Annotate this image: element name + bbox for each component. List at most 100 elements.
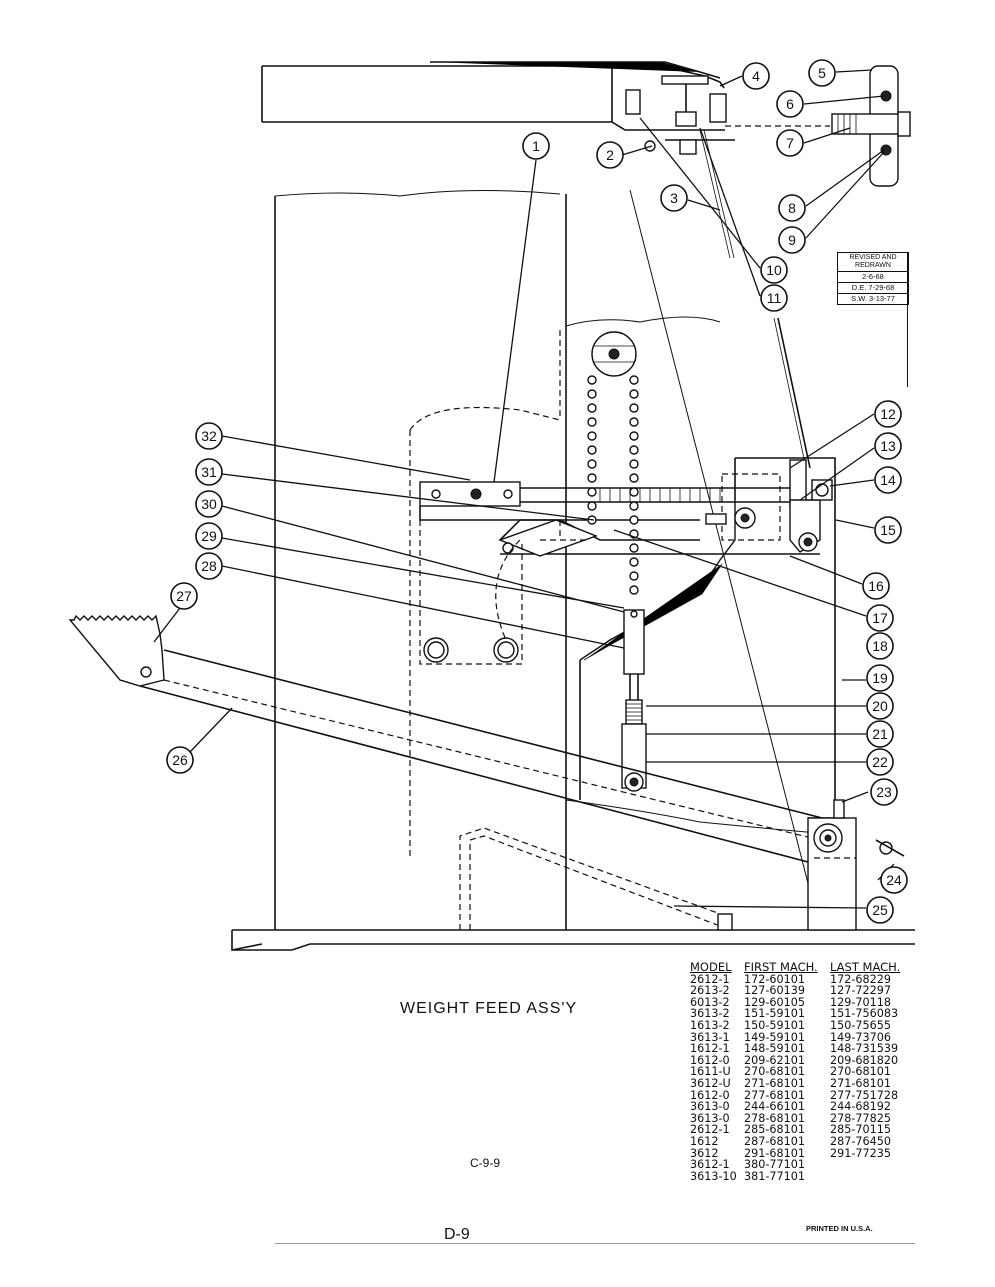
- first-mach-cell: 380-77101: [744, 1158, 805, 1172]
- svg-text:27: 27: [176, 588, 192, 604]
- callout-20: 20: [866, 692, 894, 720]
- last-mach-cell: [830, 1159, 904, 1171]
- callout-7: 7: [776, 129, 804, 157]
- first-mach-cell: 381-77101: [744, 1169, 805, 1183]
- first-mach-cell: 149-59101: [744, 1030, 805, 1044]
- header-first-mach: FIRST MACH.: [744, 960, 818, 974]
- model-cell: 1612-0: [690, 1088, 730, 1102]
- model-cell: 3612-U: [690, 1076, 731, 1090]
- svg-text:10: 10: [766, 262, 782, 278]
- model-cell: 6013-2: [690, 995, 730, 1009]
- header-last-mach: LAST MACH.: [830, 960, 901, 974]
- first-mach-cell: 287-68101: [744, 1134, 805, 1148]
- svg-text:12: 12: [880, 406, 896, 422]
- callout-2: 2: [596, 141, 624, 169]
- callout-28: 28: [195, 552, 223, 580]
- leader-lines: [153, 69, 895, 909]
- model-cell: 1613-2: [690, 1018, 730, 1032]
- svg-text:2: 2: [606, 147, 614, 163]
- revision-row: S.W. 3-13-77: [851, 294, 895, 303]
- weight-rod: [621, 609, 647, 792]
- last-mach-cell: 209-681820: [830, 1053, 899, 1067]
- last-mach-cell: 172-68229: [830, 972, 891, 986]
- svg-text:5: 5: [818, 65, 826, 81]
- svg-text:14: 14: [880, 472, 896, 488]
- revision-title: REVISED AND REDRAWN: [838, 253, 908, 272]
- svg-text:22: 22: [872, 754, 888, 770]
- callout-8: 8: [778, 194, 806, 222]
- callout-15: 15: [874, 516, 902, 544]
- first-mach-cell: 270-68101: [744, 1065, 805, 1079]
- model-cell: 2613-2: [690, 984, 730, 998]
- svg-text:11: 11: [767, 290, 782, 306]
- callout-22: 22: [866, 748, 894, 776]
- last-mach-cell: 127-72297: [830, 984, 891, 998]
- callout-27: 27: [170, 582, 198, 610]
- model-cell: 3613-2: [690, 1007, 730, 1021]
- model-cell: 1612-0: [690, 1053, 730, 1067]
- last-mach-cell: 285-70115: [830, 1123, 891, 1137]
- model-cell: 3612: [690, 1146, 719, 1160]
- table-row: 3612 291-68101 291-77235: [690, 1146, 904, 1160]
- revision-row: 2-6-68: [838, 272, 908, 283]
- table-header-row: MODEL FIRST MACH. LAST MACH.: [690, 960, 904, 974]
- model-cell: 2612-1: [690, 972, 730, 986]
- svg-text:13: 13: [880, 438, 896, 454]
- svg-text:4: 4: [752, 68, 760, 84]
- callout-18: 18: [866, 632, 894, 660]
- pivot-bracket: [807, 799, 905, 931]
- callout-6: 6: [776, 90, 804, 118]
- callout-10: 10: [760, 256, 788, 284]
- callout-5: 5: [808, 59, 836, 87]
- last-mach-cell: 150-75655: [830, 1018, 891, 1032]
- assembly-title: WEIGHT FEED ASS'Y: [400, 1000, 578, 1017]
- revision-border-line: [907, 252, 908, 387]
- table-row: 1611-U 270-68101 270-68101: [690, 1066, 904, 1078]
- knob-detail: [831, 65, 911, 187]
- svg-text:25: 25: [872, 902, 888, 918]
- last-mach-cell: 129-70118: [830, 995, 891, 1009]
- first-mach-cell: 129-60105: [744, 995, 805, 1009]
- last-mach-cell: 149-73706: [830, 1030, 891, 1044]
- callout-25: 25: [866, 896, 894, 924]
- first-mach-cell: 271-68101: [744, 1076, 805, 1090]
- first-mach-cell: 150-59101: [744, 1018, 805, 1032]
- model-cell: 1612: [690, 1134, 719, 1148]
- first-mach-cell: 291-68101: [744, 1146, 805, 1160]
- callout-14: 14: [874, 466, 902, 494]
- last-mach-cell: 151-756083: [830, 1007, 899, 1021]
- callout-11: 11: [760, 284, 788, 312]
- svg-text:19: 19: [872, 670, 888, 686]
- svg-text:3: 3: [670, 190, 678, 206]
- callout-1: 1: [522, 132, 550, 160]
- last-mach-cell: 270-68101: [830, 1065, 891, 1079]
- svg-text:15: 15: [880, 522, 896, 538]
- svg-text:26: 26: [172, 752, 188, 768]
- bottom-rule: [275, 1243, 915, 1244]
- last-mach-cell: 277-751728: [830, 1088, 899, 1102]
- callout-balloons: 1 2 3 4 5 6 7 8 9 10 11 12 13 14 15 16 1…: [166, 59, 908, 924]
- model-cell: 3613-0: [690, 1111, 730, 1125]
- model-cell: 1611-U: [690, 1065, 731, 1079]
- svg-text:6: 6: [786, 96, 794, 112]
- table-row: 1613-2 150-59101 150-75655: [690, 1020, 904, 1032]
- callout-4: 4: [742, 62, 770, 90]
- callout-29: 29: [195, 522, 223, 550]
- last-mach-cell: 278-77825: [830, 1111, 891, 1125]
- last-mach-cell: 291-77235: [830, 1146, 891, 1160]
- printed-note: PRINTED IN U.S.A.: [806, 1224, 873, 1233]
- sprocket-chain: [587, 331, 639, 595]
- svg-text:21: 21: [872, 726, 888, 742]
- page-number: D-9: [444, 1226, 470, 1243]
